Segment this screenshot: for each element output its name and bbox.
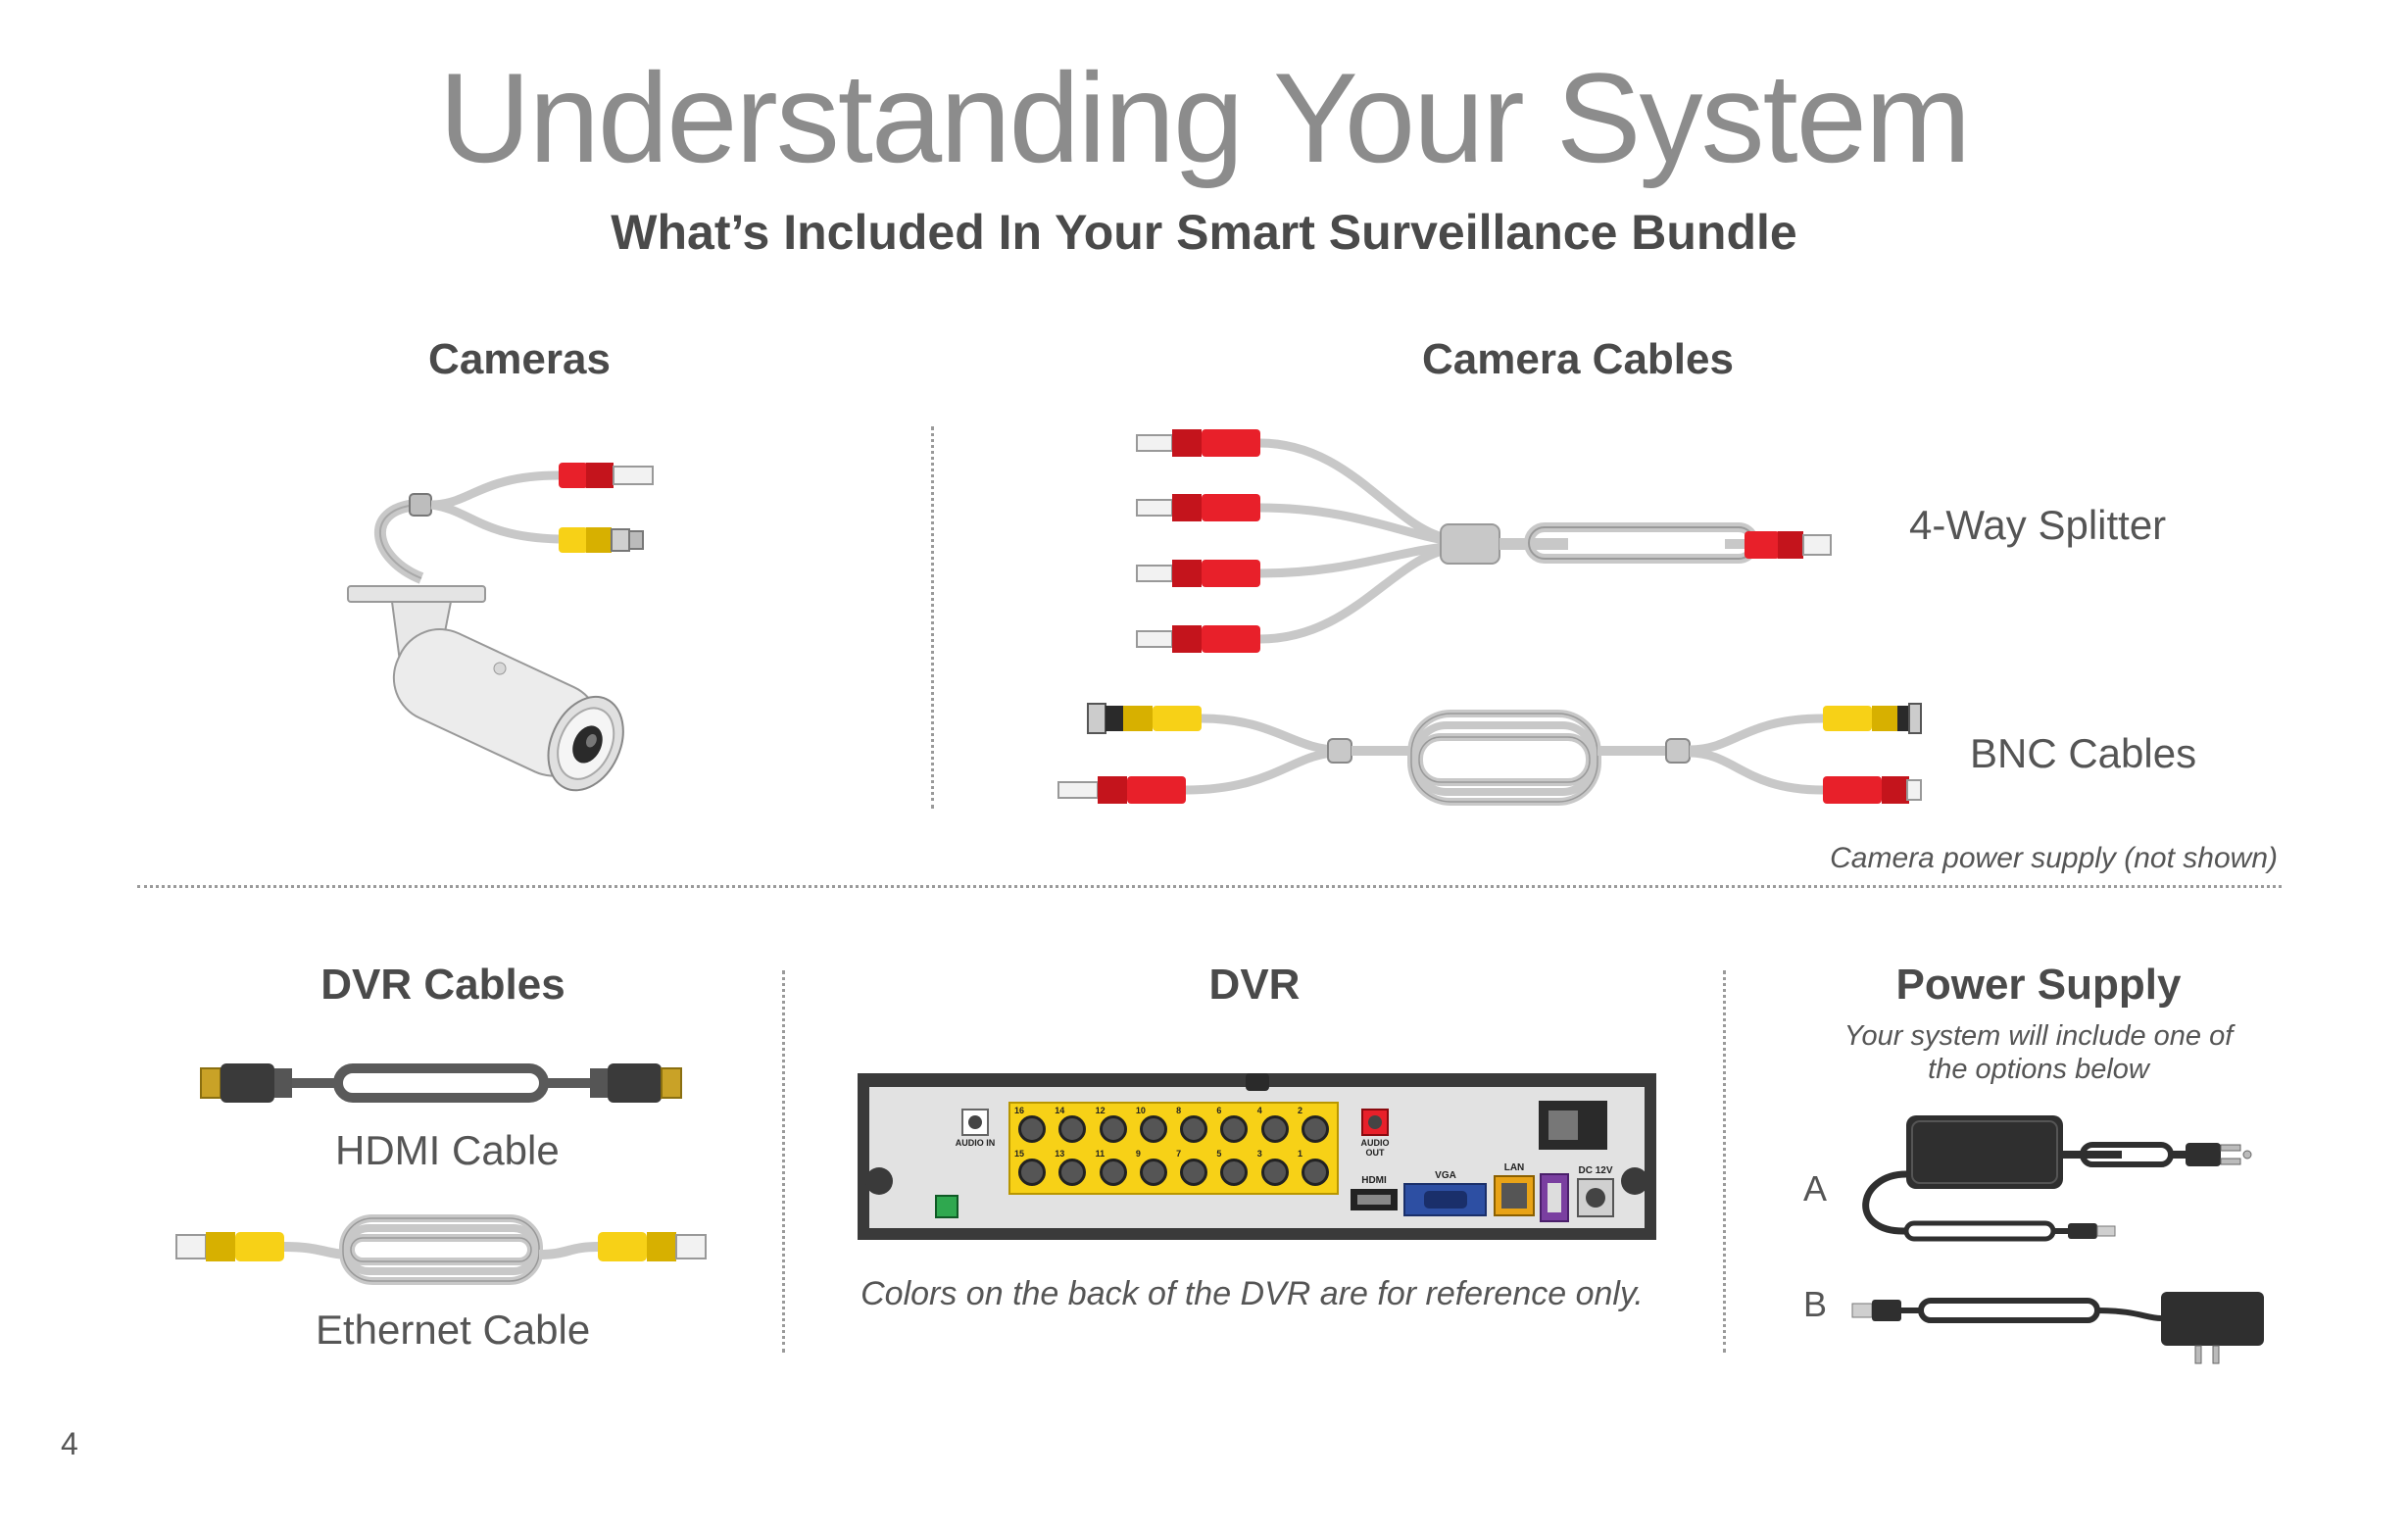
channel-number: 8 bbox=[1176, 1106, 1182, 1115]
page-title: Understanding Your System bbox=[438, 46, 1972, 189]
channel-number: 4 bbox=[1256, 1106, 1262, 1115]
option-a-label: A bbox=[1803, 1168, 1828, 1209]
bnc-jack bbox=[1220, 1159, 1249, 1186]
hdmi-cable-illustration bbox=[200, 1063, 682, 1103]
lan-port-label: LAN bbox=[1503, 1162, 1525, 1173]
dvr-back-panel: 16 14 12 10 8 6 4 2 15 13 11 9 7 5 3 1 A… bbox=[858, 1073, 1656, 1240]
bnc-port[interactable]: 3 bbox=[1257, 1149, 1293, 1192]
channel-number: 1 bbox=[1297, 1149, 1302, 1159]
power-supply-note-line2: the options below bbox=[1928, 1054, 2149, 1085]
bnc-cables-illustration bbox=[1057, 703, 1922, 806]
bnc-jack bbox=[1018, 1115, 1046, 1143]
camera-power-note: Camera power supply (not shown) bbox=[1830, 842, 2278, 874]
cameras-heading: Cameras bbox=[428, 335, 611, 383]
camera-cables-heading: Camera Cables bbox=[1422, 335, 1734, 383]
bnc-port[interactable]: 12 bbox=[1096, 1106, 1131, 1149]
dc-port-label: DC 12V bbox=[1578, 1165, 1613, 1176]
camera-illustration bbox=[347, 463, 654, 792]
bnc-jack bbox=[1018, 1159, 1046, 1186]
dvr-panel-graphic bbox=[858, 1073, 1656, 1240]
splitter-label: 4-Way Splitter bbox=[1909, 502, 2167, 548]
dvr-bottom-channel-row: 15 13 11 9 7 5 3 1 bbox=[1014, 1149, 1333, 1192]
bnc-jack bbox=[1180, 1159, 1208, 1186]
dvr-top-channel-row: 16 14 12 10 8 6 4 2 bbox=[1014, 1106, 1333, 1149]
page-subtitle: What’s Included In Your Smart Surveillan… bbox=[611, 205, 1797, 260]
power-supply-note-line1: Your system will include one of bbox=[1843, 1020, 2234, 1052]
channel-number: 11 bbox=[1095, 1149, 1106, 1159]
channel-number: 10 bbox=[1135, 1106, 1146, 1115]
bnc-port[interactable]: 7 bbox=[1176, 1149, 1211, 1192]
audio-in-label: AUDIO IN bbox=[955, 1138, 996, 1148]
bnc-port[interactable]: 13 bbox=[1055, 1149, 1090, 1192]
bnc-jack bbox=[1139, 1159, 1167, 1186]
bnc-port[interactable]: 8 bbox=[1176, 1106, 1211, 1149]
bnc-jack bbox=[1058, 1159, 1087, 1186]
bnc-jack bbox=[1099, 1115, 1127, 1143]
four-way-splitter-illustration bbox=[1136, 429, 1832, 653]
channel-number: 12 bbox=[1095, 1106, 1106, 1115]
bnc-jack bbox=[1180, 1115, 1208, 1143]
bnc-port[interactable]: 1 bbox=[1298, 1149, 1333, 1192]
hdmi-cable-label: HDMI Cable bbox=[335, 1127, 560, 1173]
divider-middle bbox=[137, 885, 2282, 888]
divider-bottom-right bbox=[1723, 970, 1726, 1353]
channel-number: 7 bbox=[1176, 1149, 1182, 1159]
channel-number: 5 bbox=[1216, 1149, 1222, 1159]
bnc-jack bbox=[1139, 1115, 1167, 1143]
bnc-port[interactable]: 10 bbox=[1136, 1106, 1171, 1149]
channel-number: 2 bbox=[1297, 1106, 1302, 1115]
bnc-label: BNC Cables bbox=[1970, 730, 2197, 776]
bnc-jack bbox=[1099, 1159, 1127, 1186]
channel-number: 3 bbox=[1256, 1149, 1262, 1159]
channel-number: 13 bbox=[1055, 1149, 1065, 1159]
page-number: 4 bbox=[61, 1426, 78, 1461]
dvr-heading: DVR bbox=[1208, 961, 1301, 1009]
dvr-cables-heading: DVR Cables bbox=[320, 961, 565, 1009]
channel-number: 16 bbox=[1014, 1106, 1025, 1115]
divider-bottom-left bbox=[782, 970, 785, 1353]
dvr-color-note: Colors on the back of the DVR are for re… bbox=[860, 1275, 1644, 1312]
ethernet-cable-label: Ethernet Cable bbox=[316, 1307, 591, 1353]
hdmi-port-label: HDMI bbox=[1361, 1175, 1387, 1186]
channel-number: 14 bbox=[1055, 1106, 1065, 1115]
bnc-port[interactable]: 4 bbox=[1257, 1106, 1293, 1149]
bnc-jack bbox=[1260, 1159, 1289, 1186]
power-supply-a-illustration bbox=[1862, 1115, 2252, 1242]
bnc-jack bbox=[1220, 1115, 1249, 1143]
vga-port-label: VGA bbox=[1435, 1170, 1456, 1181]
bnc-port[interactable]: 2 bbox=[1298, 1106, 1333, 1149]
ethernet-cable-illustration bbox=[175, 1214, 707, 1285]
bnc-port[interactable]: 6 bbox=[1216, 1106, 1252, 1149]
bnc-jack bbox=[1058, 1115, 1087, 1143]
bnc-port[interactable]: 9 bbox=[1136, 1149, 1171, 1192]
channel-number: 6 bbox=[1216, 1106, 1222, 1115]
power-supply-heading: Power Supply bbox=[1895, 961, 2182, 1009]
bnc-jack bbox=[1260, 1115, 1289, 1143]
bnc-jack bbox=[1301, 1159, 1329, 1186]
power-supply-b-illustration bbox=[1851, 1292, 2264, 1364]
bnc-port[interactable]: 5 bbox=[1216, 1149, 1252, 1192]
bnc-port[interactable]: 16 bbox=[1014, 1106, 1050, 1149]
bnc-jack bbox=[1301, 1115, 1329, 1143]
channel-number: 15 bbox=[1014, 1149, 1025, 1159]
option-b-label: B bbox=[1803, 1284, 1828, 1324]
bnc-port[interactable]: 15 bbox=[1014, 1149, 1050, 1192]
audio-out-label: AUDIO OUT bbox=[1360, 1138, 1390, 1158]
channel-number: 9 bbox=[1135, 1149, 1141, 1159]
divider-top bbox=[931, 426, 934, 809]
bnc-port[interactable]: 14 bbox=[1055, 1106, 1090, 1149]
bnc-port[interactable]: 11 bbox=[1096, 1149, 1131, 1192]
